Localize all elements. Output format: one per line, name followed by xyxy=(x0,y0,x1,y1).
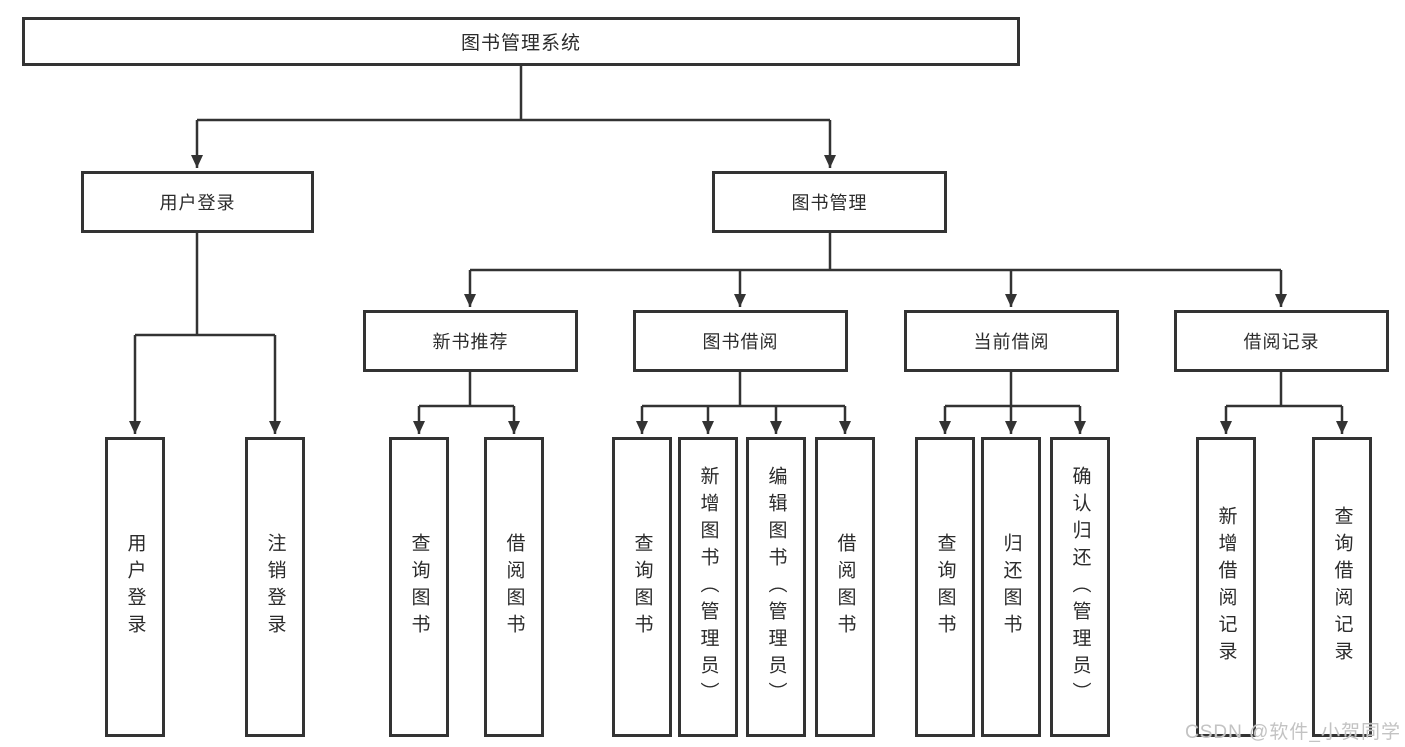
leaf-label: 注销登录 xyxy=(264,533,286,641)
leaf-borrow-books: 借阅图书 xyxy=(815,437,875,737)
leaf-return-books: 归还图书 xyxy=(981,437,1041,737)
leaf-add-borrow-record: 新增借阅记录 xyxy=(1196,437,1256,737)
node-book-borrowing: 图书借阅 xyxy=(633,310,848,372)
leaf-confirm-return-admin: 确认归还（管理员） xyxy=(1050,437,1110,737)
leaf-label: 新增借阅记录 xyxy=(1215,506,1237,668)
leaf-label: 借阅图书 xyxy=(503,533,525,641)
leaf-user-login: 用户登录 xyxy=(105,437,165,737)
leaf-label: 查询图书 xyxy=(631,533,653,641)
node-current-borrowing: 当前借阅 xyxy=(904,310,1119,372)
node-book-management: 图书管理 xyxy=(712,171,947,233)
leaf-logout: 注销登录 xyxy=(245,437,305,737)
leaf-label: 查询图书 xyxy=(934,533,956,641)
leaf-query-books-borrow: 查询图书 xyxy=(612,437,672,737)
csdn-watermark: CSDN @软件_小贺同学 xyxy=(1185,722,1401,743)
leaf-label: 查询借阅记录 xyxy=(1331,506,1353,668)
leaf-edit-books-admin: 编辑图书（管理员） xyxy=(746,437,806,737)
leaf-query-books-recommend: 查询图书 xyxy=(389,437,449,737)
leaf-label: 归还图书 xyxy=(1000,533,1022,641)
leaf-label: 用户登录 xyxy=(124,533,146,641)
leaf-add-books-admin: 新增图书（管理员） xyxy=(678,437,738,737)
leaf-query-borrow-record: 查询借阅记录 xyxy=(1312,437,1372,737)
leaf-label: 编辑图书（管理员） xyxy=(765,465,787,709)
node-new-book-recommendation: 新书推荐 xyxy=(363,310,578,372)
leaf-query-books-current: 查询图书 xyxy=(915,437,975,737)
node-user-login: 用户登录 xyxy=(81,171,314,233)
node-library-management-system: 图书管理系统 xyxy=(22,17,1020,66)
leaf-borrow-books-recommend: 借阅图书 xyxy=(484,437,544,737)
node-borrowing-records: 借阅记录 xyxy=(1174,310,1389,372)
leaf-label: 新增图书（管理员） xyxy=(697,465,719,709)
leaf-label: 借阅图书 xyxy=(834,533,856,641)
leaf-label: 确认归还（管理员） xyxy=(1069,465,1091,709)
leaf-label: 查询图书 xyxy=(408,533,430,641)
